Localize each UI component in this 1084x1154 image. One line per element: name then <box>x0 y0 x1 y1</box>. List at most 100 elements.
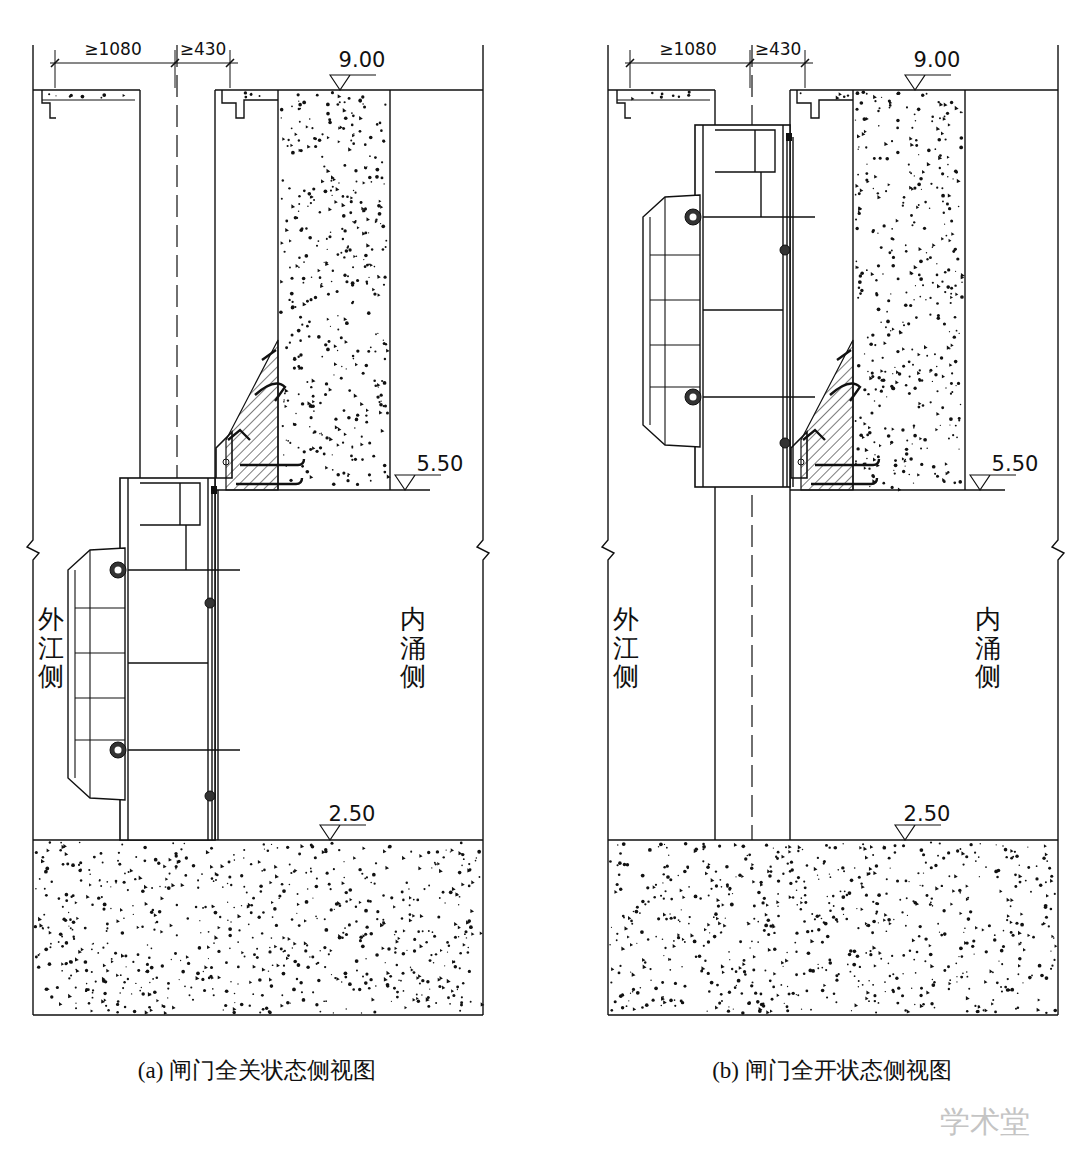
aggregate <box>240 1003 244 1007</box>
aggregate <box>874 1000 876 1002</box>
aggregate <box>234 1002 235 1003</box>
aggregate <box>177 860 180 863</box>
aggregate <box>101 896 103 898</box>
aggregate <box>152 978 154 980</box>
aggregate <box>708 990 711 993</box>
aggregate <box>62 863 65 866</box>
aggregate <box>1020 942 1022 944</box>
aggregate <box>146 963 149 966</box>
aggregate <box>955 425 957 427</box>
aggregate <box>858 207 862 211</box>
aggregate <box>823 984 826 987</box>
aggregate <box>343 274 346 277</box>
aggregate <box>896 350 899 353</box>
aggregate <box>894 459 897 462</box>
aggregate <box>969 910 972 913</box>
aggregate <box>865 146 867 148</box>
aggregate <box>338 94 342 98</box>
aggregate <box>364 143 367 146</box>
aggregate <box>930 901 932 903</box>
aggregate <box>866 269 868 271</box>
aggregate <box>944 103 948 107</box>
aggregate <box>956 849 959 852</box>
aggregate <box>81 95 85 99</box>
aggregate <box>293 423 296 426</box>
aggregate <box>352 114 355 117</box>
aggregate <box>867 337 869 339</box>
aggregate <box>948 123 951 126</box>
aggregate <box>720 931 722 933</box>
aggregate <box>353 856 356 860</box>
aggregate <box>348 147 352 151</box>
aggregate <box>382 947 385 951</box>
aggregate <box>865 172 868 175</box>
aggregate <box>950 382 953 385</box>
aggregate <box>334 977 336 979</box>
aggregate <box>187 962 190 965</box>
aggregate <box>300 844 304 848</box>
aggregate <box>374 384 377 387</box>
aggregate <box>449 890 453 894</box>
aggregate <box>278 894 281 897</box>
aggregate <box>305 227 307 229</box>
aggregate <box>944 224 945 225</box>
aggregate <box>951 372 953 374</box>
aggregate <box>898 372 901 375</box>
aggregate <box>293 960 297 964</box>
aggregate <box>314 145 317 148</box>
aggregate <box>130 869 133 873</box>
aggregate <box>75 957 79 961</box>
aggregate <box>123 881 126 884</box>
boundary-line <box>27 45 39 1015</box>
aggregate <box>211 877 214 880</box>
aggregate <box>934 148 936 150</box>
aggregate <box>367 350 370 353</box>
aggregate <box>43 914 45 916</box>
aggregate <box>143 859 146 862</box>
aggregate <box>429 959 432 962</box>
aggregate <box>341 936 344 939</box>
aggregate <box>153 990 157 994</box>
aggregate <box>800 897 802 899</box>
aggregate <box>179 979 180 980</box>
aggregate <box>932 282 934 284</box>
aggregate <box>243 849 245 851</box>
aggregate <box>333 868 335 870</box>
aggregate <box>291 105 293 107</box>
aggregate <box>895 977 898 980</box>
aggregate <box>955 962 957 964</box>
aggregate <box>304 941 307 945</box>
aggregate <box>915 139 917 141</box>
aggregate <box>713 916 715 918</box>
aggregate <box>261 994 264 997</box>
aggregate <box>421 994 422 995</box>
aggregate <box>409 896 412 899</box>
aggregate <box>311 276 313 278</box>
aggregate <box>875 902 878 905</box>
aggregate <box>307 205 308 206</box>
aggregate <box>904 303 908 307</box>
aggregate <box>346 479 349 482</box>
aggregate <box>790 861 793 864</box>
aggregate <box>296 913 297 914</box>
aggregate <box>1019 881 1022 884</box>
aggregate <box>121 931 125 935</box>
aggregate <box>777 915 780 918</box>
aggregate <box>416 994 418 996</box>
aggregate <box>439 897 441 899</box>
aggregate <box>306 381 308 383</box>
aggregate <box>336 187 340 191</box>
aggregate <box>930 964 934 968</box>
aggregate <box>171 959 172 960</box>
aggregate <box>131 993 132 994</box>
aggregate <box>858 280 862 284</box>
aggregate <box>50 943 52 945</box>
aggregate <box>918 406 921 409</box>
aggregate <box>892 256 895 259</box>
aggregate <box>184 985 186 987</box>
aggregate <box>70 94 73 97</box>
aggregate <box>884 142 888 146</box>
aggregate <box>210 847 213 850</box>
aggregate <box>328 235 331 238</box>
aggregate <box>960 136 964 140</box>
